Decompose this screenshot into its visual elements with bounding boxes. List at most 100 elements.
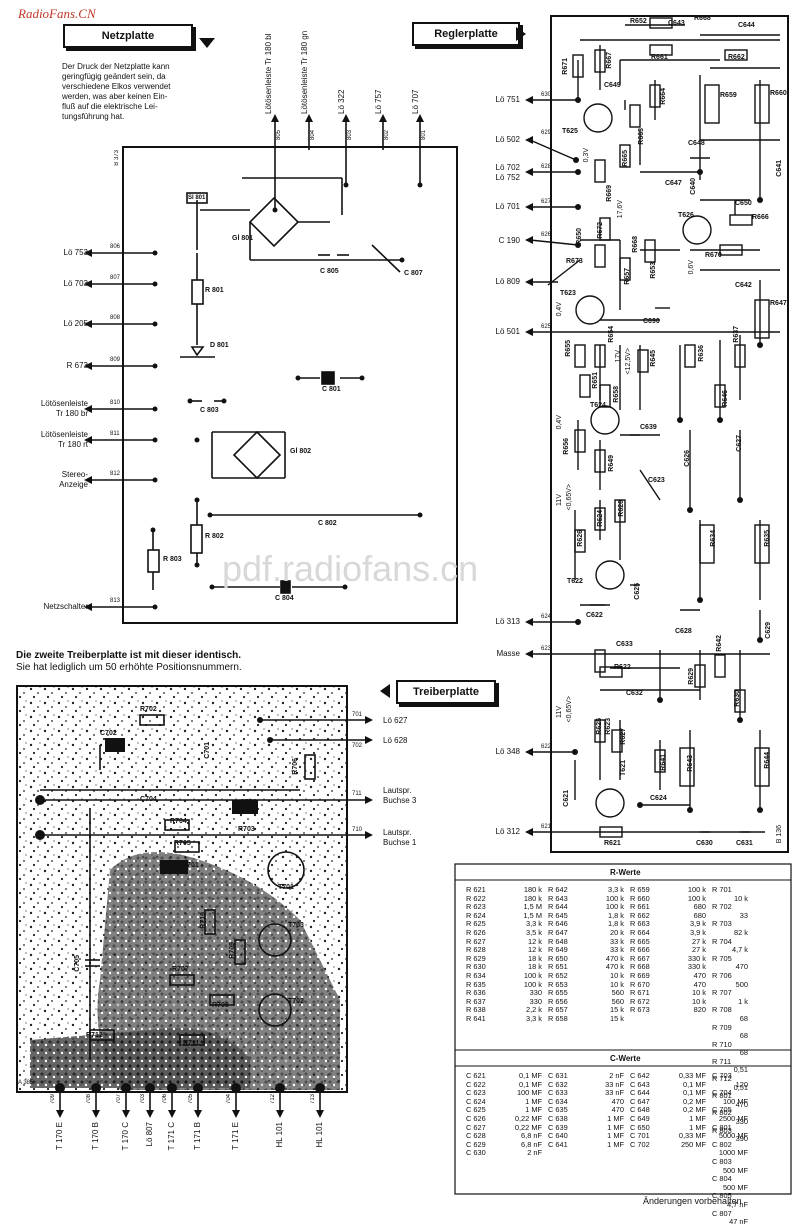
component-label: D701 <box>182 862 199 869</box>
r-werte-row: R 70968 <box>712 1023 786 1041</box>
component-label: T622 <box>567 578 583 585</box>
c-werte-row: C 80747 nF <box>712 1209 786 1227</box>
c-werte-value: 470 <box>611 1105 624 1115</box>
r-werte-designator: R 708 <box>712 1005 732 1015</box>
regler-left-label: Lö 312 <box>495 827 520 836</box>
r-werte-value: 330 <box>735 1117 748 1127</box>
component-label: R652 <box>630 18 647 25</box>
r-werte-designator: R 705 <box>712 953 732 963</box>
treiber-note-line: Sie hat lediglich um 50 erhöhte Position… <box>16 662 242 673</box>
treiber-right-label: Lö 628 <box>383 736 408 745</box>
r-werte-value: 1,5 M <box>523 902 542 912</box>
c-werte-value: 2 nF <box>527 1148 542 1158</box>
component-label: SI 801 <box>188 195 206 201</box>
r-werte-designator: R 662 <box>630 910 650 920</box>
netz-pin: 811 <box>110 431 120 437</box>
r-werte-designator: R 669 <box>630 970 650 980</box>
c-werte-value: 250 MF <box>680 1139 706 1149</box>
r-werte-value: 27 k <box>692 945 706 955</box>
r-werte-row: R 7110,51 <box>712 1057 786 1075</box>
r-werte-designator: R 706 <box>712 970 732 980</box>
r-werte-value: 2,2 k <box>525 1005 542 1015</box>
c-werte-value: 1 MF <box>607 1139 624 1149</box>
r-werte-value: 500 <box>735 979 748 989</box>
r-werte-value: 4,7 k <box>731 945 748 955</box>
netz-left-label: Netzschalter <box>43 602 88 611</box>
component-label: C 802 <box>318 520 337 527</box>
component-label: R705 <box>174 840 191 847</box>
component-label: C702 <box>100 730 117 737</box>
netz-pin: 809 <box>110 357 121 363</box>
c-werte-designator: C 647 <box>630 1096 650 1106</box>
c-werte-designator: C 624 <box>466 1096 486 1106</box>
component-label: C624 <box>650 795 667 802</box>
c-werte-value: 1000 MF <box>718 1148 748 1158</box>
r-werte-value: 560 <box>611 988 624 998</box>
r-werte-designator: R 634 <box>466 970 486 980</box>
c-werte-value: 1 MF <box>525 1105 542 1115</box>
component-label: C648 <box>688 140 705 147</box>
regler-left-label: Lö 313 <box>495 617 520 626</box>
r-werte-value: 100 k <box>687 893 706 903</box>
component-label: C 804 <box>275 595 294 602</box>
note-line: fluß auf die elektrische Lei- <box>62 102 158 111</box>
c-werte-designator: C 629 <box>466 1139 486 1149</box>
r-werte-value: 100 k <box>605 893 624 903</box>
c-werte-value: 2500 MF <box>718 1113 748 1123</box>
c-werte-designator: C 635 <box>548 1105 568 1115</box>
regler-pin: 624 <box>541 614 552 620</box>
component-label: T623 <box>560 290 576 297</box>
c-werte-value: 0,1 MF <box>519 1079 542 1089</box>
treiberplatte-title: Treiberplatte <box>412 686 480 698</box>
r-werte-designator: R 659 <box>630 885 650 894</box>
c-werte-value: 0,1 MF <box>683 1088 706 1098</box>
component-label: T624 <box>590 402 606 409</box>
component-label: C623 <box>648 477 665 484</box>
r-werte-value: 1,8 k <box>607 919 624 929</box>
component-label: T701 <box>278 884 294 891</box>
netz-pin: 808 <box>110 315 121 321</box>
component-label: R621 <box>604 840 621 847</box>
component-label: R712 <box>86 1032 103 1039</box>
component-label: C642 <box>735 282 752 289</box>
c-werte-value: 0,33 MF <box>678 1071 706 1080</box>
r-werte-value: 680 <box>693 902 706 912</box>
treiberplatte-arrow-icon <box>380 684 390 698</box>
r-werte-value: 180 k <box>523 885 542 894</box>
r-werte-value: 10 k <box>692 996 706 1006</box>
regler-pin: 626 <box>541 232 552 238</box>
netzplatte-title-box: Netzplatte <box>63 24 193 48</box>
watermark-center: pdf.radiofans.cn <box>222 548 479 589</box>
component-label: R661 <box>651 54 668 61</box>
component-label: T702 <box>288 998 304 1005</box>
c-werte-row: C 635 470 <box>548 1106 624 1115</box>
r-werte-title: R-Werte <box>610 868 641 877</box>
regler-left-label: Lö 701 <box>495 202 520 211</box>
component-label: R702 <box>140 706 157 713</box>
r-werte-row: R 705470 <box>712 953 786 972</box>
netzplatte-note: Der Druck der Netzplatte kann geringfügi… <box>62 62 217 122</box>
r-werte-designator: R 627 <box>466 936 486 946</box>
c-werte-designator: C 628 <box>466 1131 486 1141</box>
netzplatte-title: Netzplatte <box>101 30 155 42</box>
regler-pin: 629 <box>541 130 552 136</box>
r-werte-designator: R 646 <box>548 919 568 929</box>
